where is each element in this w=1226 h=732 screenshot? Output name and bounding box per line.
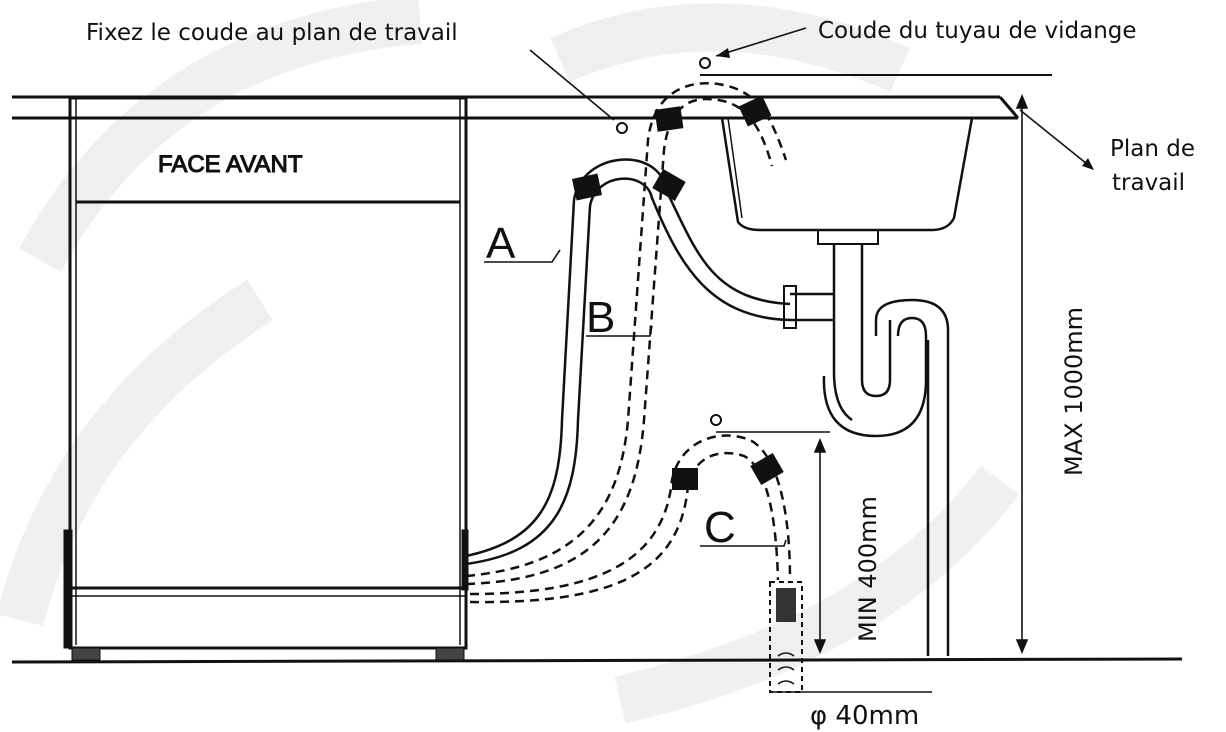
floor-line (11, 657, 1183, 664)
leader-arrow-drain-elbow (716, 48, 730, 58)
hose-c-label: C (704, 503, 736, 552)
elbow-hooks (616, 57, 722, 426)
sink (720, 117, 974, 245)
min-height-label: MIN 400mm (854, 496, 882, 642)
fix-elbow-label: Fixez le coude au plan de travail (86, 20, 458, 46)
sink-siphon (783, 244, 950, 656)
worktop-label-line1: Plan de (1110, 136, 1195, 162)
max-height-label: MAX 1000mm (1060, 307, 1088, 476)
clamp-a-lower (652, 168, 686, 202)
hose-a-label: A (486, 219, 516, 268)
hose-c (469, 434, 792, 604)
clamp-c-right (750, 452, 784, 486)
leader-lines (484, 27, 1093, 547)
dimension-lines (716, 93, 1029, 693)
clamp-c-left (672, 468, 698, 490)
dishwasher (63, 96, 469, 661)
clamp-a-upper (571, 173, 603, 201)
background-watermark (0, 0, 1020, 724)
clamp-b-left (654, 106, 684, 132)
diameter-label: φ 40mm (810, 701, 919, 731)
clamp-b-right (738, 95, 772, 127)
hose-a (465, 158, 791, 566)
drain-elbow-label: Coude du tuyau de vidange (818, 18, 1137, 44)
hose-clamps (571, 95, 784, 490)
worktop-label-line2: travail (1112, 170, 1185, 196)
leader-arrow-worktop (1082, 158, 1094, 170)
front-panel-label: FACE AVANT (158, 151, 303, 178)
hose-b-label: B (586, 293, 615, 342)
